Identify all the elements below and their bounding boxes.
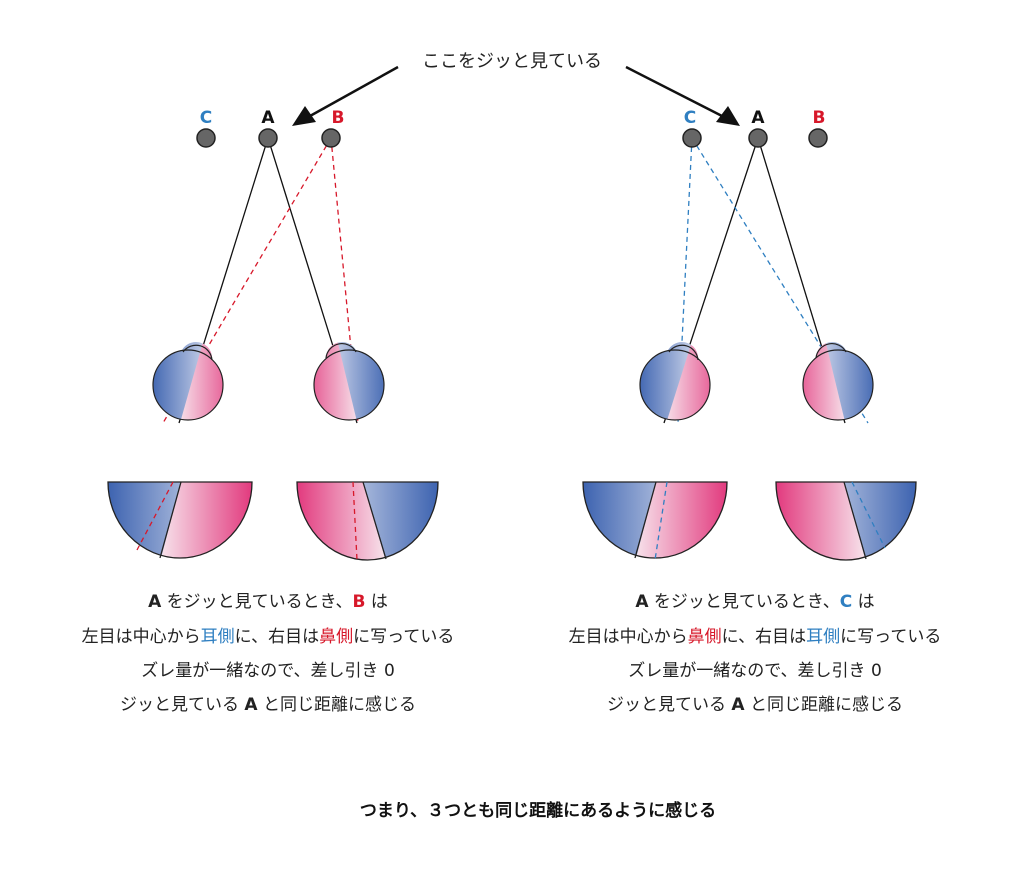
right-label-a: A [751, 108, 765, 128]
left-scene-right-retina [296, 481, 439, 561]
right-label-b: B [813, 108, 826, 128]
right-point-c [682, 128, 702, 148]
left-scene-right-eye [313, 342, 385, 421]
right-label-c: C [684, 108, 696, 128]
right-caption-line1: A をジッと見ているとき、C は [635, 592, 874, 612]
right-caption-line4: ジッと見ている A と同じ距離に感じる [607, 695, 903, 715]
left-scene: C A B [82, 108, 455, 715]
right-scene-right-eye [802, 342, 874, 421]
right-scene-right-retina [775, 481, 917, 561]
right-point-a [748, 128, 768, 148]
conclusion-text: つまり、３つとも同じ距離にあるように感じる [360, 800, 716, 821]
left-scene-left-retina [107, 481, 253, 559]
right-caption-line3: ズレ量が一緒なので、差し引き 0 [628, 661, 882, 681]
left-label-a: A [261, 108, 275, 128]
left-caption-line4: ジッと見ている A と同じ距離に感じる [120, 695, 416, 715]
right-scene: C A B [569, 108, 942, 715]
right-arrow [625, 65, 740, 126]
right-caption-line2: 左目は中心から鼻側に、右目は耳側に写っている [569, 627, 942, 647]
left-arrow [292, 65, 399, 126]
left-point-c [196, 128, 216, 148]
left-caption-line2: 左目は中心から耳側に、右目は鼻側に写っている [82, 627, 455, 647]
left-point-a [258, 128, 278, 148]
left-scene-left-eye [152, 342, 224, 421]
left-label-b: B [332, 108, 345, 128]
left-caption-line3: ズレ量が一緒なので、差し引き 0 [141, 661, 395, 681]
right-scene-left-retina [582, 481, 728, 561]
left-caption-line1: A をジッと見ているとき、B は [148, 592, 388, 612]
top-label: ここをジッと見ている [422, 51, 602, 72]
right-scene-left-eye [639, 342, 711, 421]
right-point-b [808, 128, 828, 148]
left-sight-line-b-left-eye [162, 137, 332, 424]
left-label-c: C [200, 108, 212, 128]
left-point-b [321, 128, 341, 148]
